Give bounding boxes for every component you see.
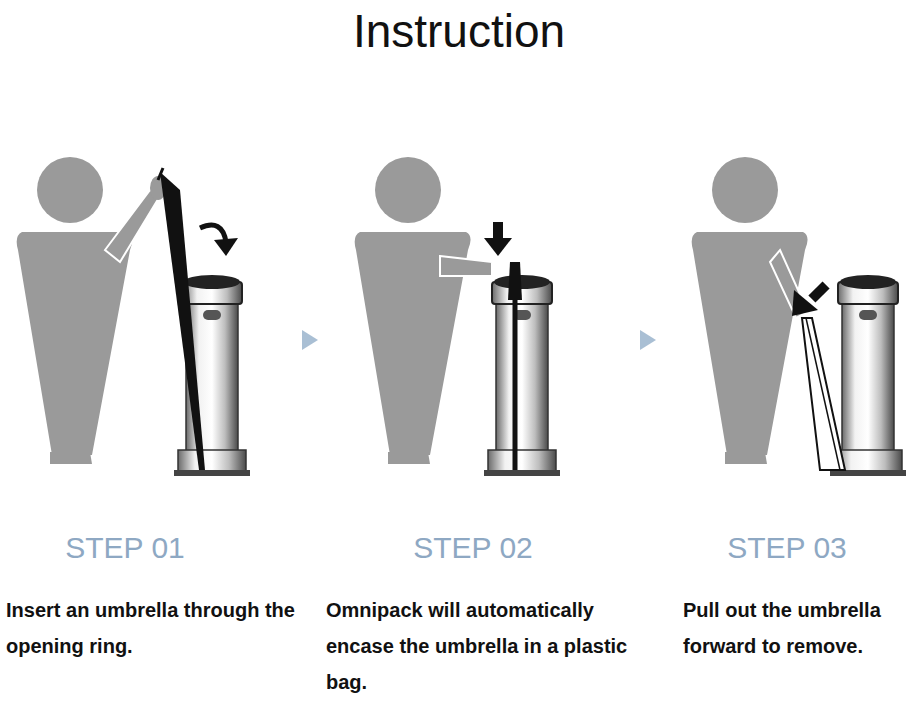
step-number: STEP 02	[345, 530, 601, 566]
step-number: STEP 01	[0, 530, 250, 566]
step-number: STEP 03	[660, 530, 914, 566]
diagram-title: Instruction	[0, 4, 918, 58]
step-1-illustration	[17, 157, 250, 476]
step-description: Pull out the umbrella forward to remove.	[683, 592, 915, 664]
step-arrow	[640, 330, 656, 350]
step-2-illustration	[355, 157, 560, 476]
step-3-illustration	[692, 157, 906, 476]
step-description: Omnipack will automatically encase the u…	[326, 592, 656, 700]
step-arrow	[302, 330, 318, 350]
step-description: Insert an umbrella through the opening r…	[6, 592, 318, 664]
